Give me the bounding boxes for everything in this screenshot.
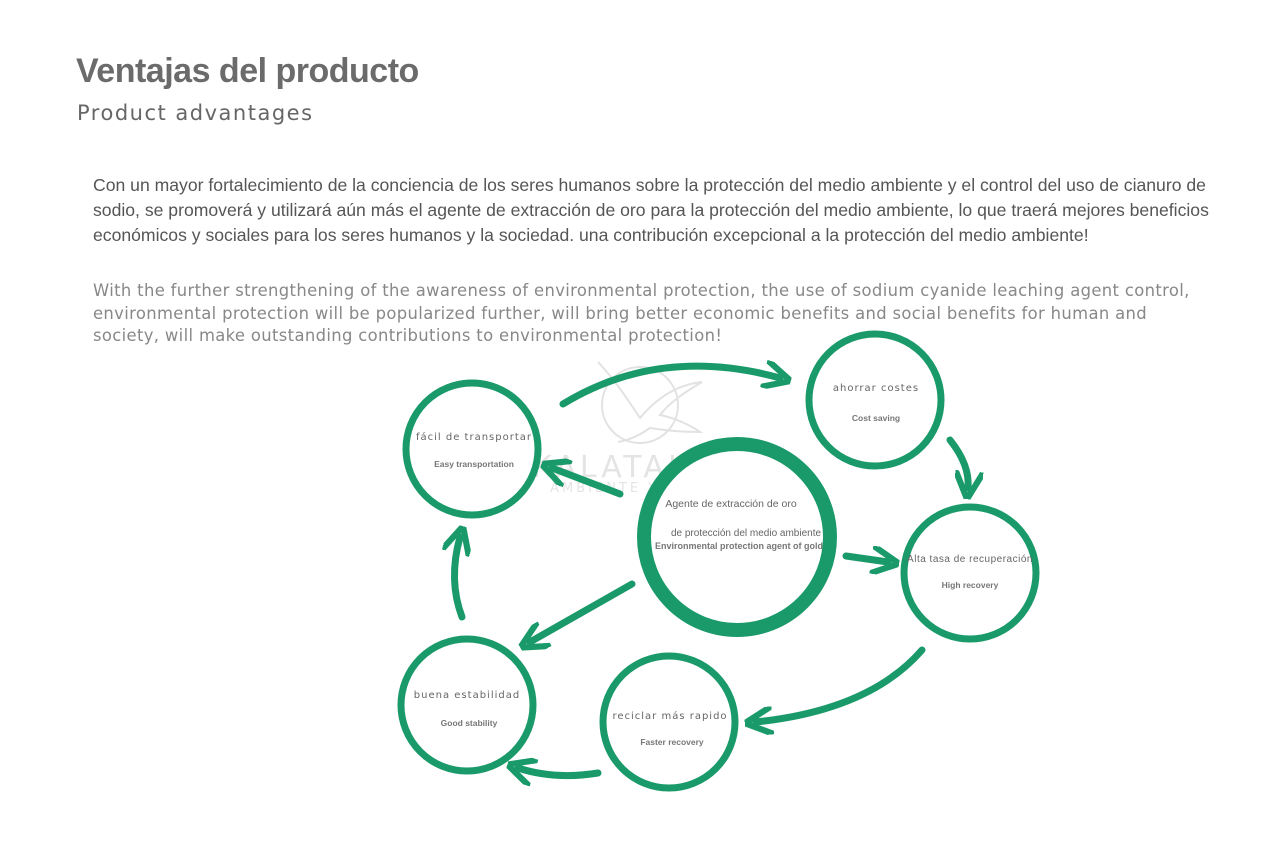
arrow-reciclar-to-buena <box>518 768 602 776</box>
node-buena-es: buena estabilidad <box>414 690 520 701</box>
center-label-line3: Environmental protection agent of gold <box>655 541 823 551</box>
arrow-center-to-buena <box>530 580 636 642</box>
node-alta-es: Alta tasa de recuperación <box>907 554 1033 565</box>
arrow-ahorrar-to-alta <box>946 436 968 488</box>
node-alta-en: High recovery <box>942 580 999 590</box>
center-label-line1: Agente de extracción de oro <box>665 498 796 510</box>
arrow-alta-to-reciclar <box>756 646 926 722</box>
arrow-center-to-alta <box>842 556 888 562</box>
node-reciclar: reciclar más rapido Faster recovery <box>599 652 739 792</box>
node-ahorrar: ahorrar costes Cost saving <box>805 330 945 470</box>
intro-paragraph-en: With the further strengthening of the aw… <box>93 281 1190 345</box>
node-facil-en: Easy transportation <box>434 459 514 469</box>
node-alta: Alta tasa de recuperación High recovery <box>900 503 1040 643</box>
node-ahorrar-en: Cost saving <box>852 413 900 423</box>
node-facil: fácil de transportar Easy transportation <box>402 379 542 519</box>
arrow-buena-to-facil <box>454 537 462 621</box>
node-reciclar-es: reciclar más rapido <box>612 710 727 722</box>
node-ahorrar-es: ahorrar costes <box>833 383 919 394</box>
page-subtitle: Product advantages <box>77 101 314 125</box>
arrow-facil-to-ahorrar <box>559 366 780 408</box>
node-facil-es: fácil de transportar <box>416 431 532 443</box>
page-title: Ventajas del producto <box>76 52 419 90</box>
node-reciclar-en: Faster recovery <box>640 737 704 747</box>
flow-arrows <box>454 366 968 775</box>
node-buena: buena estabilidad Good stability <box>397 635 537 775</box>
intro-paragraph-es: Con un mayor fortalecimiento de la conci… <box>93 175 1209 245</box>
arrow-center-to-facil <box>552 468 624 498</box>
node-buena-en: Good stability <box>441 718 498 728</box>
center-label-line2: de protección del medio ambiente <box>671 528 822 539</box>
dove-icon <box>597 361 704 444</box>
center-node: Agente de extracción de oro de protecció… <box>637 437 837 637</box>
